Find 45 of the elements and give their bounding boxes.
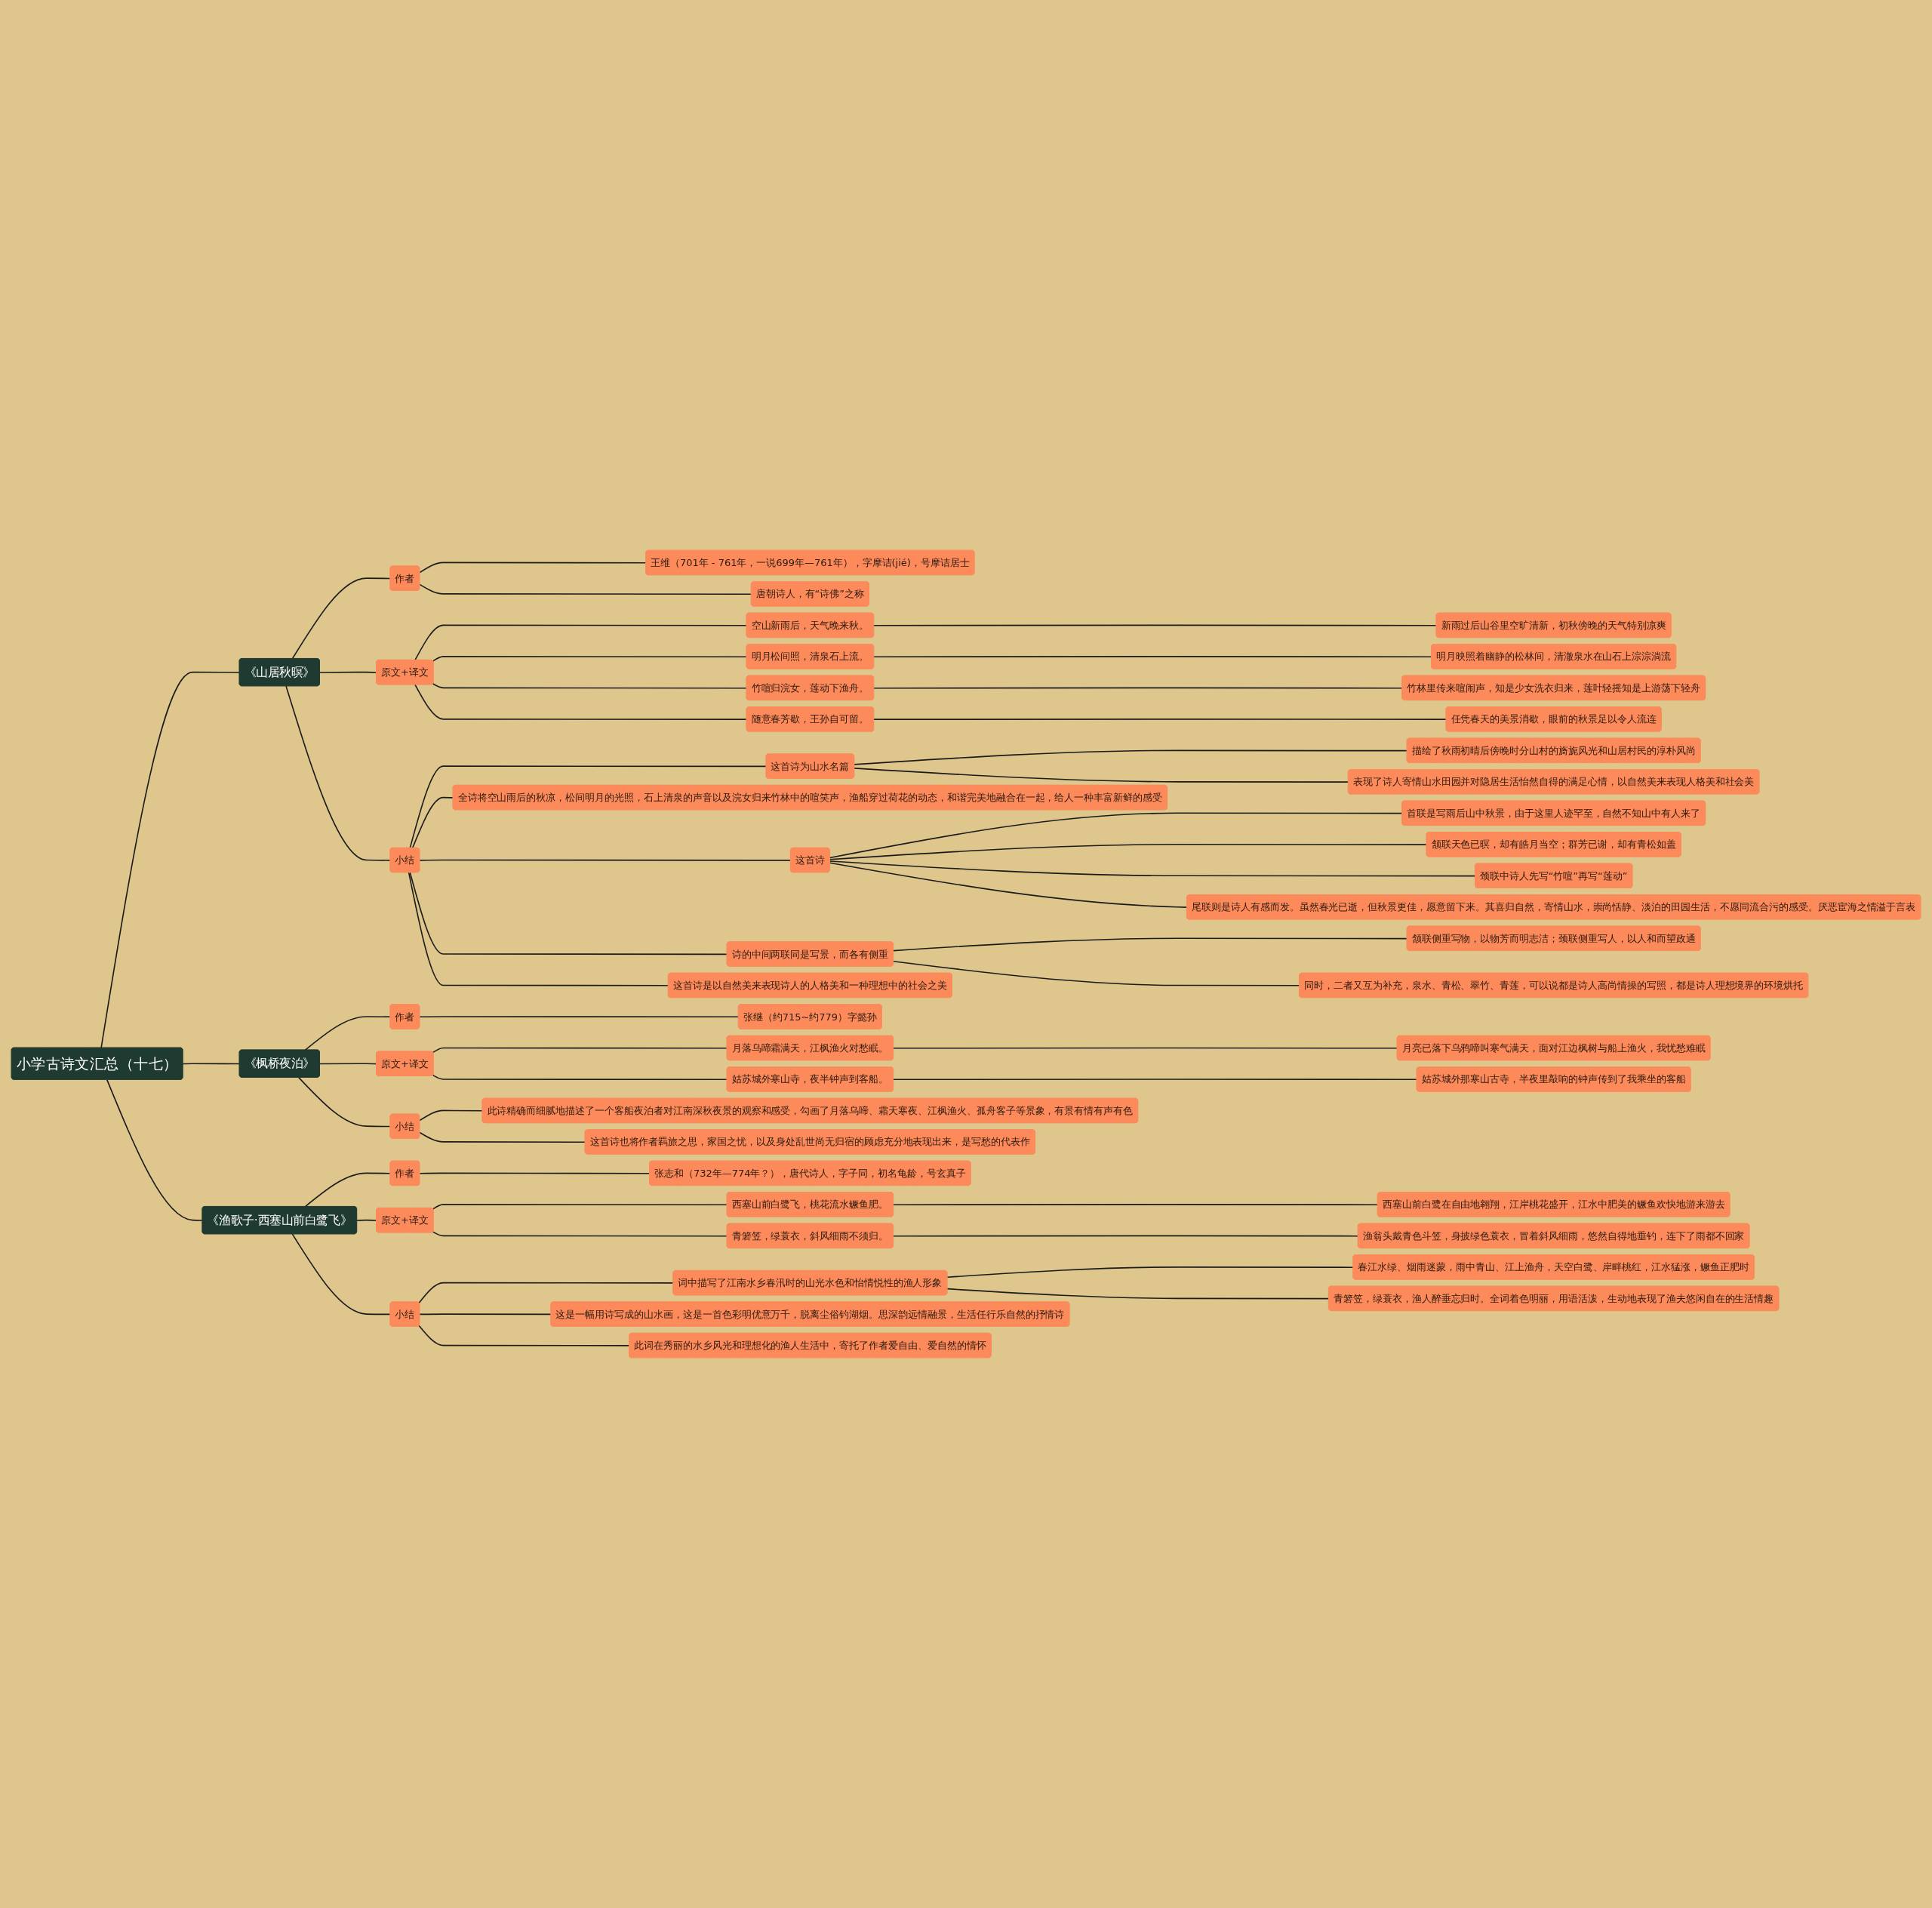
- connector: [432, 1204, 728, 1210]
- connector: [318, 1063, 377, 1065]
- connector: [409, 872, 728, 956]
- connector: [409, 765, 768, 849]
- connector: [418, 1282, 674, 1304]
- connector: [411, 796, 454, 849]
- connector: [829, 812, 1403, 859]
- connector: [432, 1047, 728, 1054]
- connector: [419, 1016, 740, 1018]
- connector: [419, 859, 792, 861]
- connector: [419, 583, 752, 595]
- connector: [318, 671, 377, 673]
- connector: [414, 624, 748, 661]
- connector: [432, 656, 748, 662]
- connector: [408, 872, 669, 986]
- connector: [419, 1172, 651, 1174]
- connector: [829, 862, 1188, 908]
- connector: [432, 1074, 728, 1081]
- connector: [356, 1219, 377, 1221]
- connector: [893, 960, 1300, 986]
- connector: [893, 1079, 1418, 1081]
- connector: [854, 768, 1349, 783]
- connector: [893, 1047, 1398, 1049]
- connector: [829, 844, 1428, 860]
- connector: [873, 719, 1447, 720]
- connector: [873, 656, 1432, 657]
- connector: [854, 749, 1408, 765]
- connector: [893, 1235, 1359, 1237]
- connector: [414, 684, 748, 720]
- connector: [873, 624, 1438, 626]
- connector: [432, 683, 748, 689]
- connector: [100, 671, 241, 1049]
- connector: [419, 1131, 586, 1143]
- connector: [893, 1204, 1379, 1205]
- connector: [873, 687, 1403, 689]
- connector: [419, 1313, 552, 1316]
- connector: [829, 860, 1476, 877]
- connector: [893, 937, 1408, 952]
- connector: [418, 1325, 630, 1346]
- connector: [182, 1063, 241, 1065]
- connector: [946, 1288, 1330, 1300]
- connector: [419, 1109, 484, 1122]
- connector: [419, 562, 647, 574]
- connector: [946, 1266, 1354, 1278]
- connector: [432, 1231, 728, 1237]
